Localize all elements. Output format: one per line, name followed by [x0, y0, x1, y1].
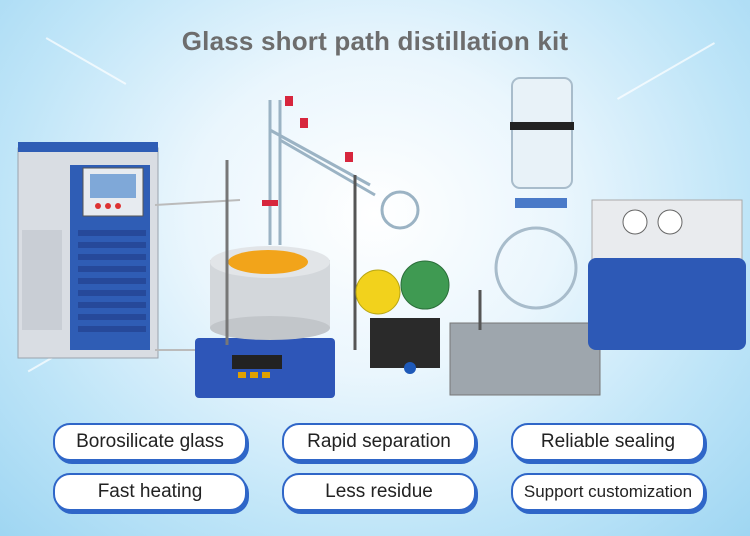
short-path-glassware-icon	[268, 100, 420, 350]
receiving-flasks-icon	[355, 260, 450, 374]
red-clip-icon	[262, 96, 353, 206]
cold-trap-icon	[449, 77, 601, 396]
page-title: Glass short path distillation kit	[181, 26, 569, 56]
feature-rapid-separation: Rapid separation	[282, 423, 476, 461]
feature-borosilicate-glass: Borosilicate glass	[53, 423, 247, 461]
equipment-illustration	[17, 77, 746, 398]
feature-support-customization: Support customization	[511, 473, 705, 511]
heating-mantle-icon	[195, 160, 335, 398]
feature-less-residue: Less residue	[282, 473, 476, 511]
feature-reliable-sealing: Reliable sealing	[511, 423, 705, 461]
chiller-icon	[17, 142, 241, 359]
vacuum-pump-icon	[588, 199, 746, 350]
feature-fast-heating: Fast heating	[53, 473, 247, 511]
